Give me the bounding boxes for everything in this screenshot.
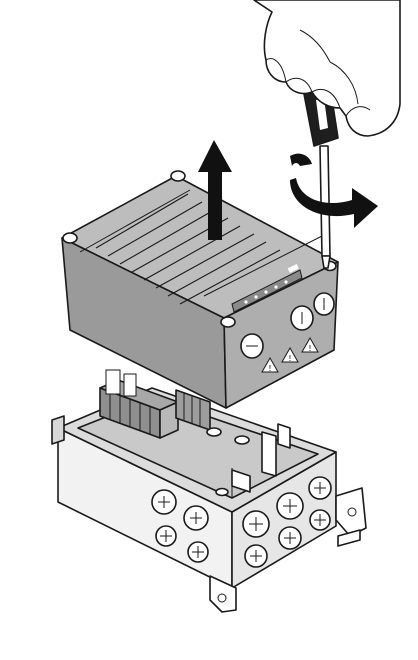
svg-text:!: ! [308, 344, 311, 353]
cooling-ribs [95, 193, 281, 305]
status-leds [231, 264, 303, 313]
mounting-feet [209, 487, 367, 613]
electronics-cover: ! ! ! [61, 170, 339, 409]
arrow-up-icon [198, 140, 232, 240]
svg-text:!: ! [268, 364, 271, 373]
warning-triangle-icon: ! ! ! [261, 336, 319, 373]
svg-text:!: ! [288, 354, 291, 363]
rotate-arrow-icon [290, 153, 378, 228]
cover-screws [62, 170, 337, 328]
gloved-hand [253, 0, 401, 137]
terminal-blocks [99, 369, 211, 439]
screwdriver [303, 85, 339, 269]
cable-gland-knockouts [151, 476, 332, 568]
connector-studs [206, 423, 291, 497]
cover-plugs [240, 292, 335, 359]
